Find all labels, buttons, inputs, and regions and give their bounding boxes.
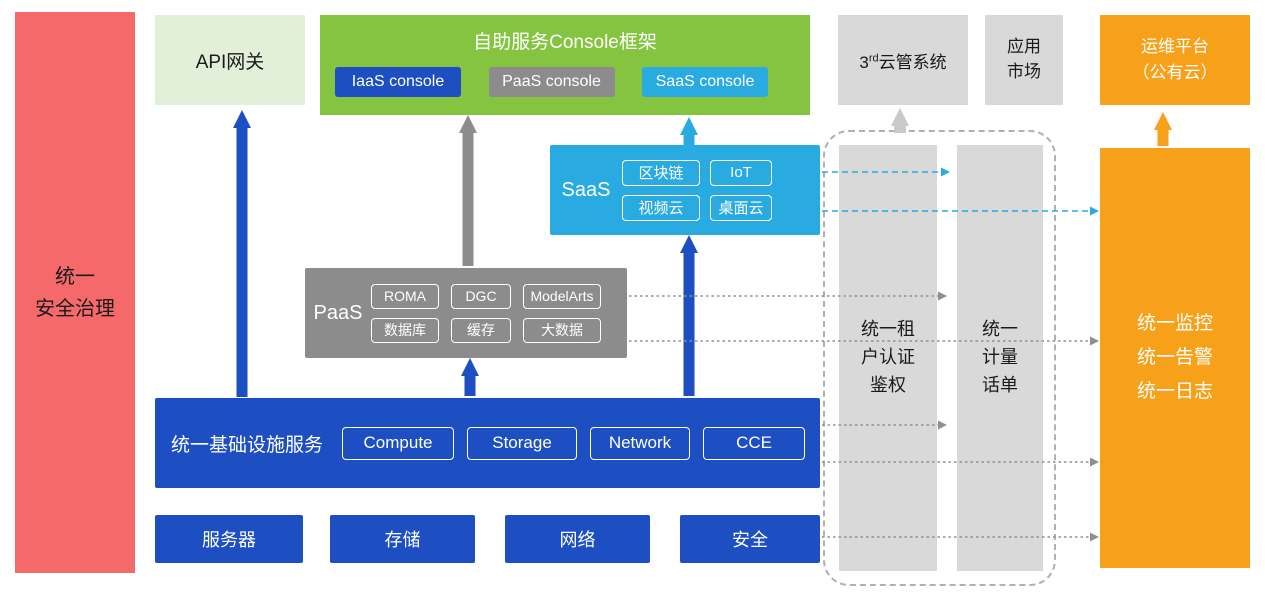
paas-services: ROMA DGC ModelArts 数据库 缓存 大数据 xyxy=(371,283,601,343)
infrastructure-item: Compute xyxy=(342,426,455,460)
saas-item: 视频云 xyxy=(622,194,700,221)
hardware-security-box: 安全 xyxy=(680,515,820,563)
third-party-cloud-num: 3 xyxy=(859,52,869,72)
iaas-console-chip: IaaS console xyxy=(335,67,461,97)
paas-item: 大数据 xyxy=(523,317,601,343)
paas-item: 缓存 xyxy=(451,317,511,343)
hardware-storage-box: 存储 xyxy=(330,515,475,563)
security-governance-label: 统一 安全治理 xyxy=(35,265,115,320)
third-party-cloud-sup: rd xyxy=(868,51,879,64)
paas-item: DGC xyxy=(451,283,511,309)
console-framework-title: 自助服务Console框架 xyxy=(473,32,657,53)
monitoring-bar: 统一监控 统一告警 统一日志 xyxy=(1100,148,1250,568)
saas-item: 区块链 xyxy=(622,159,700,186)
infrastructure-label: 统一基础设施服务 xyxy=(171,434,324,456)
hardware-network-box: 网络 xyxy=(505,515,650,563)
paas-layer: PaaS ROMA DGC ModelArts 数据库 缓存 大数据 xyxy=(305,268,627,358)
third-party-cloud-text: 云管系统 xyxy=(878,52,947,72)
infrastructure-item: Storage xyxy=(467,426,578,460)
infrastructure-item: CCE xyxy=(703,426,806,460)
infrastructure-layer: 统一基础设施服务 Compute Storage Network CCE xyxy=(155,398,820,488)
metering-bar: 统一 计量 话单 xyxy=(957,145,1043,571)
ops-platform-label: 运维平台 （公有云） xyxy=(1132,36,1218,82)
saas-item: 桌面云 xyxy=(710,194,772,221)
saas-services: 区块链 IoT 视频云 桌面云 xyxy=(622,159,772,221)
app-market-box: 应用 市场 xyxy=(985,15,1063,105)
third-party-cloud-box: 3rd云管系统 xyxy=(838,15,968,105)
saas-layer: SaaS 区块链 IoT 视频云 桌面云 xyxy=(550,145,820,235)
paas-console-chip: PaaS console xyxy=(488,67,615,97)
saas-label: SaaS xyxy=(561,178,611,201)
app-market-label: 应用 市场 xyxy=(1007,37,1041,81)
paas-item: 数据库 xyxy=(371,317,439,343)
hardware-server-box: 服务器 xyxy=(155,515,303,563)
tenant-auth-bar: 统一租 户认证 鉴权 xyxy=(839,145,937,571)
console-chip-row: IaaS console PaaS console SaaS console xyxy=(320,67,810,97)
security-governance-bar: 统一 安全治理 xyxy=(15,12,135,573)
saas-item: IoT xyxy=(710,159,772,186)
third-party-cloud-label: 3rd云管系统 xyxy=(859,48,946,73)
ops-platform-box: 运维平台 （公有云） xyxy=(1100,15,1250,105)
paas-item: ROMA xyxy=(371,283,439,309)
infrastructure-item: Network xyxy=(590,426,691,460)
tenant-auth-label: 统一租 户认证 鉴权 xyxy=(861,319,915,395)
paas-label: PaaS xyxy=(313,301,363,324)
metering-label: 统一 计量 话单 xyxy=(982,319,1018,395)
saas-console-chip: SaaS console xyxy=(642,67,768,97)
api-gateway-label: API网关 xyxy=(195,51,265,73)
paas-item: ModelArts xyxy=(523,283,601,309)
api-gateway-box: API网关 xyxy=(155,15,305,105)
console-framework-panel: 自助服务Console框架 IaaS console PaaS console … xyxy=(320,15,810,115)
monitoring-label: 统一监控 统一告警 统一日志 xyxy=(1136,312,1213,403)
tenant-services-group xyxy=(823,130,1056,586)
